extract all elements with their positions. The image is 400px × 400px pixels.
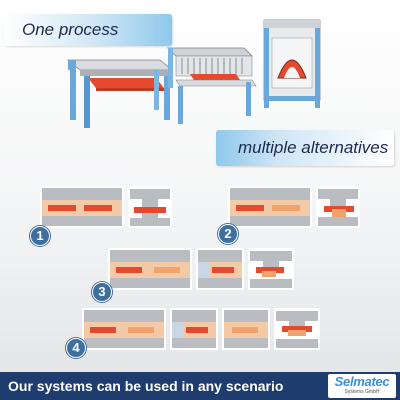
footer-tagline: Our systems can be used in any scenario	[8, 378, 284, 394]
logo-name: Selmatec	[334, 374, 390, 389]
scenario-4-diagram	[82, 308, 320, 350]
step-badge-2: 2	[218, 224, 238, 244]
selmatec-logo: Selmatec Systems GmbH	[328, 374, 396, 398]
scenario-2	[228, 186, 364, 239]
step-badge-1: 1	[30, 226, 50, 246]
banner-subtitle: multiple alternatives	[238, 138, 389, 157]
logo-sub: Systems GmbH	[344, 389, 380, 395]
scenario-4	[82, 308, 322, 361]
scenario-3	[108, 248, 298, 301]
process-machine-illustration	[66, 19, 321, 128]
scenario-1-diagram	[40, 186, 172, 228]
banner-title: One process	[22, 20, 119, 39]
footer-bar: Our systems can be used in any scenario …	[0, 372, 400, 400]
alternatives-banner: multiple alternatives	[216, 130, 394, 166]
step-badge-3: 3	[92, 282, 112, 302]
step-badge-4: 4	[66, 338, 86, 358]
scenario-2-diagram	[228, 186, 360, 228]
scenario-3-diagram	[108, 248, 294, 290]
scenario-1	[40, 186, 176, 239]
one-process-banner: One process	[4, 14, 172, 46]
